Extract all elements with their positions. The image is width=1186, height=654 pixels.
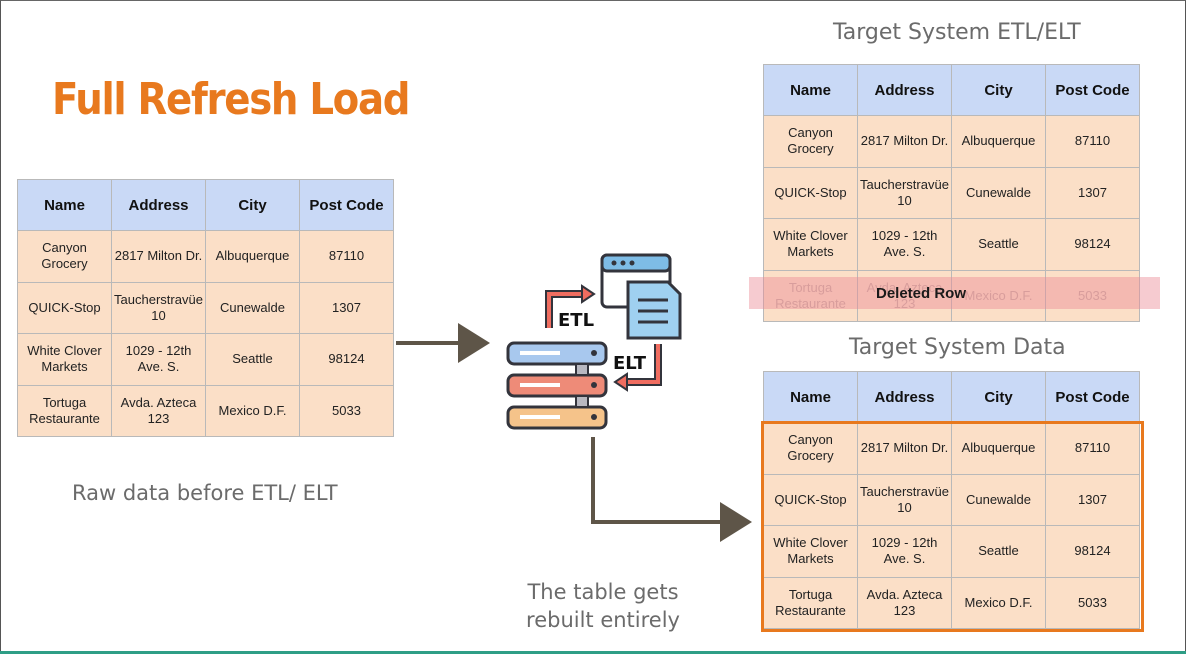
- cell-address: 1029 - 12th Ave. S.: [857, 218, 952, 271]
- cell-post-code: 87110: [299, 230, 394, 283]
- cell-city: Cunewalde: [951, 166, 1046, 219]
- cell-address: Taucherstravüe 10: [111, 281, 206, 334]
- cell-name: QUICK-Stop: [763, 166, 858, 219]
- column-header-name: Name: [763, 371, 858, 423]
- table-row: QUICK-Stop Taucherstravüe 10 Cunewalde 1…: [763, 166, 1140, 219]
- table-row: QUICK-Stop Taucherstravüe 10 Cunewalde 1…: [763, 473, 1140, 526]
- cell-post-code: 87110: [1045, 422, 1140, 475]
- cell-name: QUICK-Stop: [17, 281, 112, 334]
- cell-name: White Clover Markets: [763, 525, 858, 578]
- deleted-row-highlight: [749, 277, 1160, 309]
- column-header-address: Address: [857, 371, 952, 423]
- cell-address: 1029 - 12th Ave. S.: [857, 525, 952, 578]
- cell-address: Avda. Azteca 123: [111, 384, 206, 437]
- table-row: Canyon Grocery 2817 Milton Dr. Albuquerq…: [763, 422, 1140, 475]
- slide-title: Full Refresh Load: [52, 74, 410, 125]
- deleted-row-label: Deleted Row: [876, 285, 967, 302]
- cell-city: Seattle: [951, 525, 1046, 578]
- cell-city: Mexico D.F.: [951, 576, 1046, 629]
- cell-post-code: 98124: [299, 333, 394, 386]
- column-header-post-code: Post Code: [299, 179, 394, 231]
- etl-label: ETL: [558, 310, 595, 331]
- table-row: White Clover Markets 1029 - 12th Ave. S.…: [763, 525, 1140, 578]
- cell-city: Mexico D.F.: [205, 384, 300, 437]
- column-header-name: Name: [17, 179, 112, 231]
- raw-data-caption: Raw data before ETL/ ELT: [72, 481, 338, 505]
- cell-address: 2817 Milton Dr.: [857, 422, 952, 475]
- cell-post-code: 87110: [1045, 115, 1140, 168]
- deleted-table-row: Tortuga Restaurante Avda. Azteca 123 Mex…: [763, 269, 1140, 322]
- cell-address: Avda. Azteca 123: [857, 576, 952, 629]
- column-header-address: Address: [857, 64, 952, 116]
- cell-city: Mexico D.F.: [951, 269, 1046, 322]
- table-row: Canyon Grocery 2817 Milton Dr. Albuquerq…: [763, 115, 1140, 168]
- cell-post-code: 5033: [1045, 269, 1140, 322]
- cell-name: QUICK-Stop: [763, 473, 858, 526]
- table-header-row: Name Address City Post Code: [17, 179, 394, 231]
- table-row: Tortuga Restaurante Avda. Azteca 123 Mex…: [763, 576, 1140, 629]
- table-row: White Clover Markets 1029 - 12th Ave. S.…: [763, 218, 1140, 271]
- raw-data-table: Name Address City Post Code Canyon Groce…: [17, 179, 394, 437]
- table-row: White Clover Markets 1029 - 12th Ave. S.…: [17, 333, 394, 386]
- target-etl-table: Name Address City Post Code Canyon Groce…: [763, 64, 1140, 322]
- cell-name: Tortuga Restaurante: [763, 269, 858, 322]
- cell-name: White Clover Markets: [763, 218, 858, 271]
- column-header-name: Name: [763, 64, 858, 116]
- rebuild-caption-line: rebuilt entirely: [526, 608, 680, 632]
- cell-address: Taucherstravüe 10: [857, 166, 952, 219]
- table-row: QUICK-Stop Taucherstravüe 10 Cunewalde 1…: [17, 281, 394, 334]
- table-row: Canyon Grocery 2817 Milton Dr. Albuquerq…: [17, 230, 394, 283]
- cell-name: Tortuga Restaurante: [17, 384, 112, 437]
- cell-name: Canyon Grocery: [17, 230, 112, 283]
- target-data-table: Name Address City Post Code Canyon Groce…: [763, 371, 1140, 629]
- rebuilt-rows-highlight: [761, 421, 1144, 632]
- column-header-city: City: [951, 371, 1046, 423]
- cell-city: Albuquerque: [205, 230, 300, 283]
- cell-city: Cunewalde: [951, 473, 1046, 526]
- table-header-row: Name Address City Post Code: [763, 371, 1140, 423]
- cell-address: Taucherstravüe 10: [857, 473, 952, 526]
- arrow-pipeline-to-target: [591, 437, 752, 542]
- table-row: Tortuga Restaurante Avda. Azteca 123 Mex…: [17, 384, 394, 437]
- target-etl-caption: Target System ETL/ELT: [833, 20, 1081, 45]
- column-header-city: City: [951, 64, 1046, 116]
- cell-city: Cunewalde: [205, 281, 300, 334]
- rebuild-caption: The table gets rebuilt entirely: [510, 578, 696, 634]
- column-header-post-code: Post Code: [1045, 371, 1140, 423]
- cell-name: Tortuga Restaurante: [763, 576, 858, 629]
- column-header-address: Address: [111, 179, 206, 231]
- cell-address: 2817 Milton Dr.: [111, 230, 206, 283]
- cell-post-code: 1307: [1045, 166, 1140, 219]
- cell-city: Seattle: [951, 218, 1046, 271]
- cell-address: Avda. Azteca 123: [857, 269, 952, 322]
- table-header-row: Name Address City Post Code: [763, 64, 1140, 116]
- cell-name: Canyon Grocery: [763, 422, 858, 475]
- cell-address: 1029 - 12th Ave. S.: [111, 333, 206, 386]
- cell-post-code: 1307: [299, 281, 394, 334]
- elt-label: ELT: [613, 353, 647, 374]
- etl-pipeline-icon: [506, 253, 682, 430]
- cell-address: 2817 Milton Dr.: [857, 115, 952, 168]
- column-header-post-code: Post Code: [1045, 64, 1140, 116]
- cell-post-code: 98124: [1045, 525, 1140, 578]
- bottom-strip: [0, 651, 1186, 654]
- cell-post-code: 5033: [299, 384, 394, 437]
- cell-name: Canyon Grocery: [763, 115, 858, 168]
- cell-city: Albuquerque: [951, 422, 1046, 475]
- rebuild-caption-line: The table gets: [527, 580, 679, 604]
- column-header-city: City: [205, 179, 300, 231]
- cell-post-code: 5033: [1045, 576, 1140, 629]
- target-data-caption: Target System Data: [849, 335, 1066, 360]
- cell-post-code: 1307: [1045, 473, 1140, 526]
